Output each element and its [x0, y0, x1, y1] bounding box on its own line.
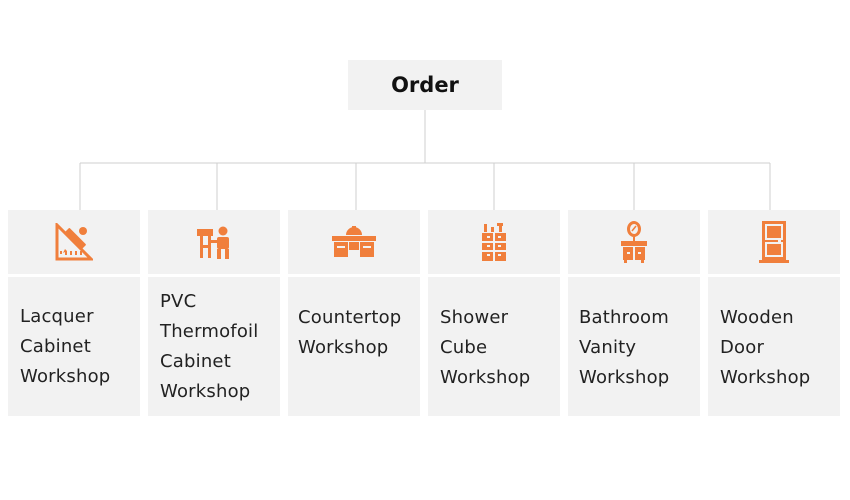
node-label: Lacquer Cabinet Workshop [20, 305, 111, 387]
workshop-node-shower-cube: Shower Cube Workshop [428, 210, 560, 416]
vanity-mirror-icon [621, 221, 647, 263]
node-label-box: Countertop Workshop [288, 277, 420, 416]
node-label: Countertop Workshop [298, 307, 402, 358]
ruler-pencil-icon [55, 223, 93, 261]
workshop-node-bathroom-vanity: Bathroom Vanity Workshop [568, 210, 700, 416]
node-icon-box [288, 210, 420, 274]
door-icon [759, 221, 789, 263]
woodworker-icon [197, 226, 229, 259]
node-icon-box [428, 210, 560, 274]
node-icon-box [8, 210, 140, 274]
node-label-box: Bathroom Vanity Workshop [568, 277, 700, 416]
root-node-label: Order [391, 73, 459, 97]
node-icon-box [568, 210, 700, 274]
workshop-node-pvc-thermofoil: PVC Thermofoil Cabinet Workshop [148, 210, 280, 416]
node-label: PVC Thermofoil Cabinet Workshop [160, 290, 259, 402]
node-label-box: Wooden Door Workshop [708, 277, 840, 416]
node-icon-box [148, 210, 280, 274]
node-label-box: Lacquer Cabinet Workshop [8, 277, 140, 416]
root-node-order: Order [348, 60, 502, 110]
kitchen-counter-icon [332, 226, 376, 257]
node-label: Bathroom Vanity Workshop [579, 307, 670, 388]
node-label-box: PVC Thermofoil Cabinet Workshop [148, 277, 280, 416]
node-label: Wooden Door Workshop [720, 307, 811, 388]
node-label: Shower Cube Workshop [440, 307, 531, 388]
workshop-node-lacquer: Lacquer Cabinet Workshop [8, 210, 140, 416]
node-icon-box [708, 210, 840, 274]
workshop-node-wooden-door: Wooden Door Workshop [708, 210, 840, 416]
bathroom-cabinet-icon [482, 223, 506, 261]
workshop-node-countertop: Countertop Workshop [288, 210, 420, 416]
node-label-box: Shower Cube Workshop [428, 277, 560, 416]
